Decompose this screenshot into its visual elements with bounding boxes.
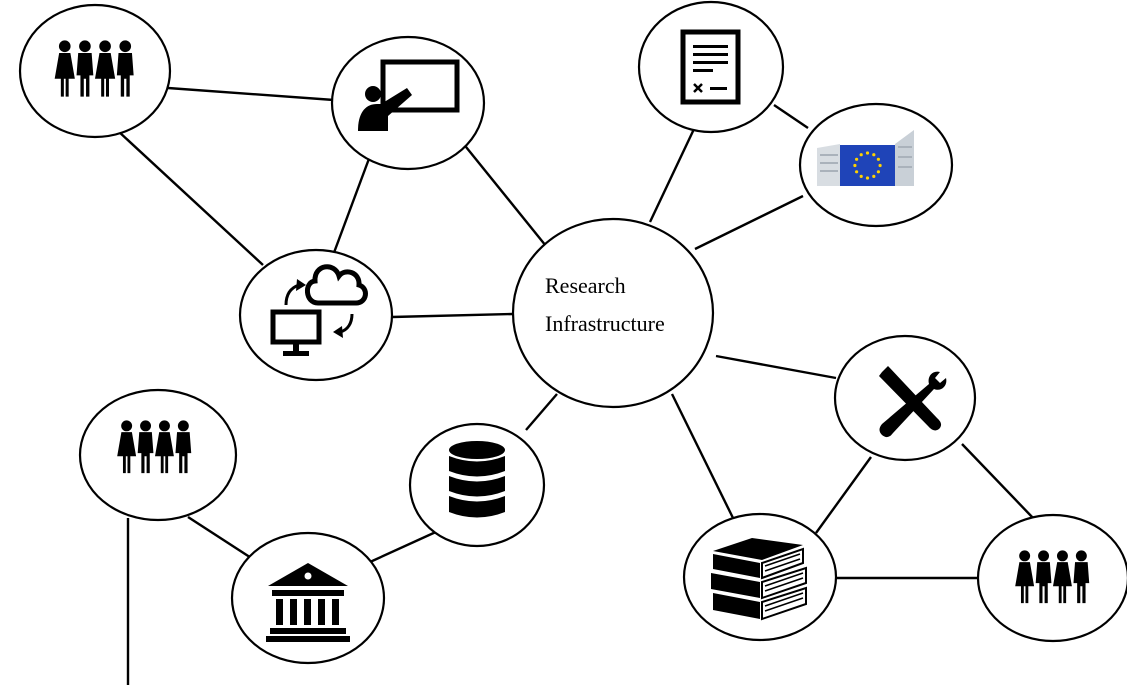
edge-hub-database: [525, 393, 558, 431]
edge-hub-books: [670, 393, 736, 521]
node-books: [682, 512, 838, 642]
node-cloud-computing: [238, 248, 394, 382]
book-stack-icon: [711, 538, 807, 621]
edge-document-hub: [648, 128, 696, 223]
node-document: [637, 0, 785, 134]
edge-people-cloud: [117, 130, 264, 266]
edge-people-institution: [187, 515, 260, 565]
edge-tools-people: [961, 443, 1035, 520]
institution-building-icon: [266, 563, 350, 642]
node-tools: [833, 334, 977, 462]
edge-presentation-hub: [461, 141, 547, 247]
edge-presentation-cloud: [330, 155, 372, 259]
database-icon: [449, 441, 505, 518]
cloud-computer-sync-icon: [270, 264, 368, 356]
node-database: [408, 422, 546, 548]
node-eu-commission: [798, 102, 954, 228]
node-research-infrastructure-hub: Research Infrastructure: [511, 217, 715, 409]
node-people-top-left: [18, 3, 172, 139]
edge-people-presentation: [167, 86, 335, 102]
node-people-bottom-right: [976, 513, 1127, 643]
edge-cloud-hub: [391, 312, 514, 319]
node-institution: [230, 531, 386, 665]
node-presentation: [330, 35, 486, 171]
network-edges: [117, 86, 1035, 685]
node-people-bottom-left: [78, 388, 238, 522]
teacher-presentation-icon: [358, 59, 460, 131]
edge-document-eu: [773, 104, 809, 129]
edge-eu-hub: [694, 194, 804, 251]
document-form-icon: [680, 29, 741, 105]
edge-database-institution: [369, 529, 439, 564]
edge-hub-tools: [715, 354, 837, 380]
hub-label-line-1: Research: [545, 273, 626, 298]
edge-tools-books: [815, 456, 872, 534]
hub-label-line-2: Infrastructure: [545, 311, 665, 336]
screwdriver-wrench-icon: [879, 366, 947, 438]
eu-commission-building-icon: [817, 130, 914, 186]
